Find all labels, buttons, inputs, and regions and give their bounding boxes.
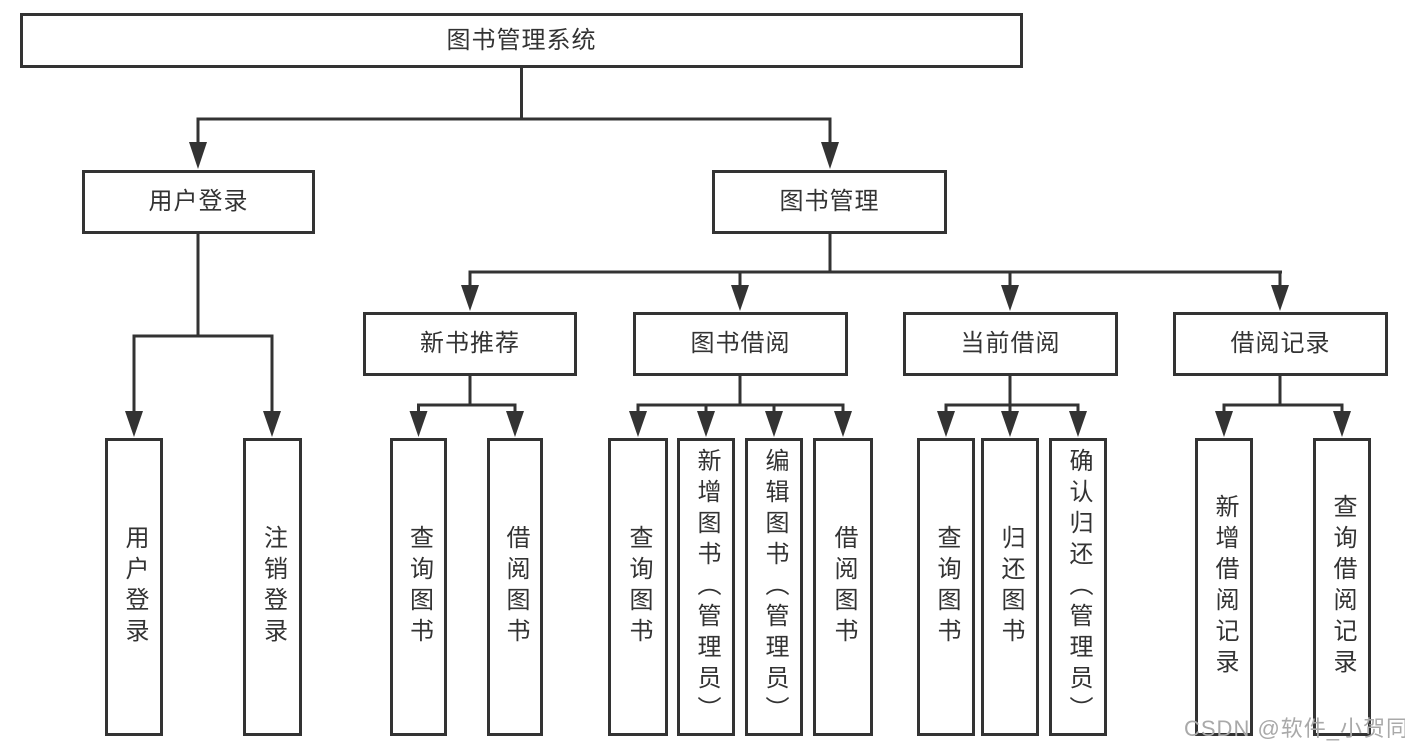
arrow-current-borrowing <box>1001 285 1019 311</box>
node-leaf-borrowing-edit-books-admin: 编辑图书（管理员） <box>745 438 803 736</box>
arrow-borrow-edit <box>765 411 783 437</box>
arrow-logout-leaf <box>263 411 281 437</box>
arrow-newrec-borrow <box>506 411 524 437</box>
arrow-user-login <box>189 142 207 169</box>
node-root: 图书管理系统 <box>20 13 1023 68</box>
arrow-login-leaf <box>125 411 143 437</box>
arrow-borrow-borrow <box>834 411 852 437</box>
arrow-newrec-query <box>409 411 428 437</box>
arrow-borrow-add <box>697 411 715 437</box>
arrow-records-query <box>1333 411 1351 437</box>
node-leaf-logout: 注销登录 <box>243 438 302 736</box>
node-leaf-records-query: 查询借阅记录 <box>1313 438 1371 736</box>
node-user-login: 用户登录 <box>82 170 315 234</box>
node-leaf-newrec-query-books: 查询图书 <box>390 438 447 736</box>
watermark: CSDN @软件_小贺同学 <box>1184 716 1405 741</box>
arrow-book-borrowing <box>731 285 749 311</box>
node-leaf-borrowing-add-books-admin: 新增图书（管理员） <box>677 438 735 736</box>
arrow-records-add <box>1215 411 1233 437</box>
arrow-borrow-query <box>629 411 647 437</box>
node-leaf-newrec-borrow-books: 借阅图书 <box>487 438 543 736</box>
arrow-current-query <box>937 411 955 437</box>
node-current-borrowing: 当前借阅 <box>903 312 1118 376</box>
arrow-current-confirm <box>1069 411 1087 437</box>
arrow-new-recommend <box>461 285 479 311</box>
node-book-borrowing: 图书借阅 <box>633 312 848 376</box>
arrow-book-management <box>821 142 839 169</box>
arrow-borrowing-records <box>1271 285 1289 311</box>
node-leaf-current-confirm-return-admin: 确认归还（管理员） <box>1049 438 1107 736</box>
node-leaf-records-add: 新增借阅记录 <box>1195 438 1253 736</box>
node-leaf-current-query-books: 查询图书 <box>917 438 975 736</box>
node-borrowing-records: 借阅记录 <box>1173 312 1388 376</box>
node-leaf-user-login: 用户登录 <box>105 438 163 736</box>
node-leaf-current-return-books: 归还图书 <box>981 438 1039 736</box>
arrow-current-return <box>1001 411 1019 437</box>
node-book-management: 图书管理 <box>712 170 947 234</box>
node-leaf-borrowing-borrow-books: 借阅图书 <box>813 438 873 736</box>
node-new-book-recommend: 新书推荐 <box>363 312 577 376</box>
node-leaf-borrowing-query-books: 查询图书 <box>608 438 668 736</box>
